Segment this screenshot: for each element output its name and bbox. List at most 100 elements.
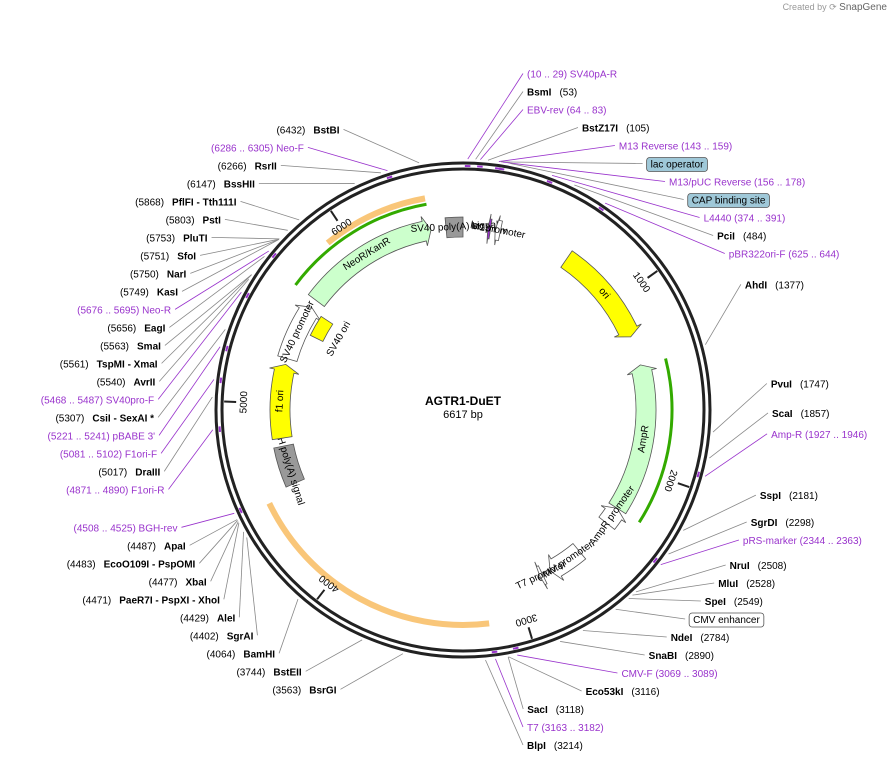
- enzyme-position: (1377): [775, 280, 804, 291]
- feature-cmv-promoter[interactable]: [548, 542, 587, 581]
- enzyme-name: NdeI: [671, 633, 693, 644]
- enzyme-label-ecoo109i-pspomi[interactable]: EcoO109I - PspOMI(4483): [67, 559, 196, 570]
- feature-sv40-ori[interactable]: [309, 315, 334, 342]
- feature-tag-box: [646, 157, 708, 172]
- enzyme-position: (2508): [758, 561, 787, 572]
- primer-site-5081-5102-f1ori-f: [219, 377, 223, 384]
- enzyme-label-bsrgi[interactable]: BsrGI(3563): [272, 685, 336, 696]
- enzyme-label-bstz17i[interactable]: BstZ17I(105): [582, 123, 649, 134]
- enzyme-label-apai[interactable]: ApaI(4487): [127, 541, 186, 552]
- primer-text: (6286 .. 6305) Neo-F: [211, 143, 304, 154]
- enzyme-label-saci[interactable]: SacI(3118): [527, 705, 584, 716]
- feature-f1-ori[interactable]: [269, 363, 300, 441]
- primer-label-m13-reverse-143-159[interactable]: M13 Reverse (143 .. 159): [619, 141, 732, 152]
- enzyme-label-pcii[interactable]: PciI(484): [717, 231, 766, 242]
- enzyme-position: (2298): [785, 518, 814, 529]
- enzyme-label-sgrdi[interactable]: SgrDI(2298): [751, 518, 815, 529]
- primer-label-ebv-rev-64-83[interactable]: EBV-rev (64 .. 83): [527, 105, 606, 116]
- primer-label-5081-5102-f1ori-f[interactable]: (5081 .. 5102) F1ori-F: [60, 449, 157, 460]
- enzyme-label-pluti[interactable]: PluTI(5753): [146, 233, 208, 244]
- feature-tag-cap-binding-site[interactable]: CAP binding site: [687, 193, 770, 208]
- enzyme-label-rsrii[interactable]: RsrII(6266): [218, 161, 277, 172]
- tick-mark-4000: [316, 589, 326, 600]
- primer-label-5676-5695-neo-r[interactable]: (5676 .. 5695) Neo-R: [77, 305, 171, 316]
- enzyme-label-scai[interactable]: ScaI(1857): [772, 409, 829, 420]
- feature-m13-rev[interactable]: [486, 213, 493, 244]
- snapgene-logo-icon: ⟳: [829, 2, 837, 12]
- leader-tspmi-xmai: [161, 274, 252, 364]
- enzyme-name: XbaI: [186, 577, 207, 588]
- enzyme-label-csii-sexai[interactable]: CsiI - SexAI *(5307): [55, 413, 154, 424]
- feature-ori[interactable]: [560, 250, 642, 338]
- enzyme-label-ndei[interactable]: NdeI(2784): [671, 633, 730, 644]
- enzyme-label-mlui[interactable]: MluI(2528): [718, 579, 775, 590]
- enzyme-name: PflFI - Tth111I: [172, 197, 237, 208]
- primer-label-l4440-374-391[interactable]: L4440 (374 .. 391): [704, 213, 786, 224]
- enzyme-position: (4471): [82, 595, 111, 606]
- primer-label-amp-r-1927-1946[interactable]: Amp-R (1927 .. 1946): [771, 430, 867, 441]
- enzyme-label-spei[interactable]: SpeI(2549): [705, 597, 763, 608]
- feature-bgh-poly-a-signal[interactable]: [273, 443, 305, 488]
- enzyme-label-kasi[interactable]: KasI(5749): [120, 287, 178, 298]
- primer-label-5468-5487-sv40pro-f[interactable]: (5468 .. 5487) SV40pro-F: [41, 395, 154, 406]
- feature-tag-lac-operator[interactable]: lac operator: [646, 157, 708, 172]
- primer-site-amp-r-1927-1946: [696, 471, 701, 478]
- enzyme-position: (1747): [800, 380, 829, 391]
- enzyme-label-nrui[interactable]: NruI(2508): [730, 561, 787, 572]
- feature-tag-cmv-enhancer[interactable]: CMV enhancer: [688, 612, 765, 628]
- enzyme-label-eagi[interactable]: EagI(5656): [107, 323, 165, 334]
- primer-label-5221-5241-pbabe-3[interactable]: (5221 .. 5241) pBABE 3': [48, 431, 156, 442]
- enzyme-label-pflfi-tth111i[interactable]: PflFI - Tth111I (5868): [135, 197, 237, 208]
- enzyme-label-ahdi[interactable]: AhdI(1377): [745, 280, 804, 291]
- enzyme-label-pvui[interactable]: PvuI(1747): [771, 380, 829, 391]
- enzyme-label-bsmi[interactable]: BsmI(53): [527, 87, 577, 98]
- enzyme-position: (5868): [135, 197, 164, 208]
- enzyme-label-sfoi[interactable]: SfoI(5751): [140, 251, 196, 262]
- enzyme-label-draiii[interactable]: DraIII(5017): [98, 467, 160, 478]
- primer-text: CMV-F (3069 .. 3089): [621, 669, 717, 680]
- primer-label-6286-6305-neo-f[interactable]: (6286 .. 6305) Neo-F: [211, 143, 304, 154]
- primer-label-4508-4525-bgh-rev[interactable]: (4508 .. 4525) BGH-rev: [74, 523, 178, 534]
- primer-label-4871-4890-f1ori-r[interactable]: (4871 .. 4890) F1ori-R: [66, 485, 164, 496]
- enzyme-label-sgrai[interactable]: SgrAI(4402): [190, 631, 254, 642]
- enzyme-label-nari[interactable]: NarI(5750): [130, 269, 187, 280]
- enzyme-label-eco53ki[interactable]: Eco53kI(3116): [586, 687, 660, 698]
- orf-arc-4: [266, 502, 490, 628]
- enzyme-label-bsshii[interactable]: BssHII(6147): [187, 179, 255, 190]
- enzyme-label-alei[interactable]: AleI(4429): [180, 613, 235, 624]
- enzyme-label-smai[interactable]: SmaI(5563): [100, 341, 161, 352]
- primer-label-cmv-f-3069-3089[interactable]: CMV-F (3069 .. 3089): [621, 669, 717, 680]
- enzyme-label-snabi[interactable]: SnaBI(2890): [649, 651, 714, 662]
- feature-ampr[interactable]: [608, 364, 657, 515]
- feature-ampr-promoter[interactable]: [598, 505, 627, 531]
- enzyme-label-bsteii[interactable]: BstEII(3744): [236, 667, 301, 678]
- leader-smai: [164, 274, 252, 346]
- enzyme-label-xbai[interactable]: XbaI(4477): [149, 577, 207, 588]
- enzyme-position: (1857): [801, 409, 830, 420]
- leader-5468-5487-sv40pro-f: [157, 292, 242, 400]
- leader-nrui: [635, 564, 726, 593]
- primer-label-m13-puc-reverse-156-178[interactable]: M13/pUC Reverse (156 .. 178): [669, 177, 805, 188]
- enzyme-label-blpi[interactable]: BlpI(3214): [527, 741, 583, 752]
- enzyme-label-psti[interactable]: PstI(5803): [166, 215, 221, 226]
- feature-neor-kanr[interactable]: [307, 216, 432, 308]
- feature-t7-promoter[interactable]: [534, 561, 548, 590]
- primer-site-5468-5487-sv40pro-f: [245, 292, 250, 299]
- leader-ahdi: [705, 284, 742, 345]
- enzyme-label-bstbi[interactable]: BstBI(6432): [276, 125, 339, 136]
- orf-arc-3: [325, 195, 426, 246]
- feature-sv40-promoter[interactable]: [277, 304, 321, 362]
- enzyme-label-sspi[interactable]: SspI(2181): [760, 491, 818, 502]
- enzyme-label-paer7i-pspxi-xhoi[interactable]: PaeR7I - PspXI - XhoI(4471): [82, 595, 220, 606]
- feature-lac-promoter[interactable]: [494, 215, 503, 246]
- primer-label-pbr322ori-f-625-644[interactable]: pBR322ori-F (625 .. 644): [729, 249, 840, 260]
- feature-sv40-poly-a-signal[interactable]: [444, 216, 464, 239]
- enzyme-label-tspmi-xmai[interactable]: TspMI - XmaI(5561): [60, 359, 158, 370]
- primer-label-prs-marker-2344-2363[interactable]: pRS-marker (2344 .. 2363): [743, 536, 862, 547]
- primer-text: (10 .. 29) SV40pA-R: [527, 69, 617, 80]
- enzyme-label-avrii[interactable]: AvrII(5540): [97, 377, 156, 388]
- enzyme-label-bamhi[interactable]: BamHI(4064): [206, 649, 275, 660]
- primer-label-10-29-sv40pa-r[interactable]: (10 .. 29) SV40pA-R: [527, 69, 617, 80]
- primer-text: (5676 .. 5695) Neo-R: [77, 305, 171, 316]
- primer-label-t7-3163-3182[interactable]: T7 (3163 .. 3182): [527, 723, 604, 734]
